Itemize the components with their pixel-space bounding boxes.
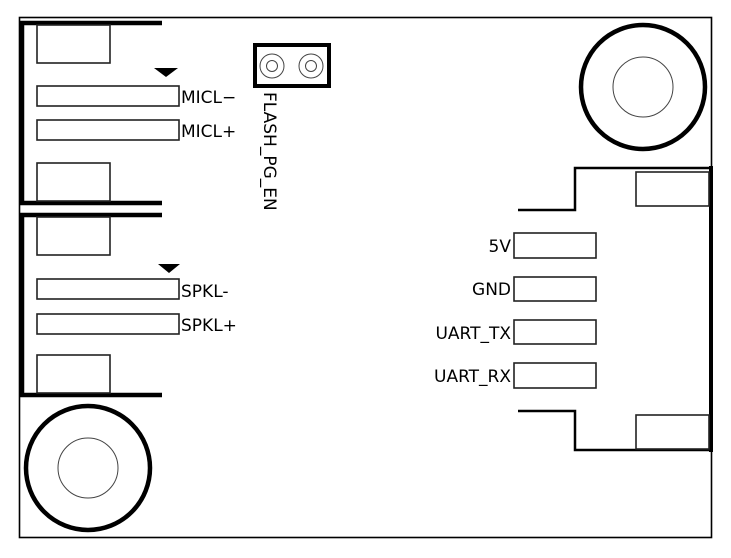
header-label: FLASH_PG_EN bbox=[259, 92, 279, 211]
header-pin-2-ring bbox=[298, 53, 324, 79]
speaker-pin-pad-1 bbox=[36, 278, 180, 300]
speaker-connector-mount-pad-top bbox=[36, 216, 111, 256]
mic-connector-mount-pad-bottom bbox=[36, 162, 111, 202]
pin-pad-gnd bbox=[513, 276, 597, 302]
mounting-hole-bottom-left-outer bbox=[23, 403, 153, 533]
pin-pad-uart-tx bbox=[513, 319, 597, 345]
mic-connector: MICL− MICL+ bbox=[19, 20, 236, 206]
header-pin-1-hole bbox=[266, 60, 278, 72]
power-uart-mount-pad-bottom bbox=[635, 414, 710, 450]
mounting-hole-top-right bbox=[578, 22, 708, 152]
speaker-pin-label-2: SPKL+ bbox=[181, 316, 237, 336]
mounting-hole-bottom-left bbox=[23, 403, 153, 533]
mic-connector-outline bbox=[19, 20, 162, 206]
mic-connector-mount-pad-top bbox=[36, 24, 111, 64]
mounting-hole-bottom-left-inner bbox=[57, 437, 119, 499]
pin-pad-5v bbox=[513, 232, 597, 259]
header-pin-1-ring bbox=[259, 53, 285, 79]
mic-pin-label-2: MICL+ bbox=[181, 122, 236, 142]
speaker-pin-pad-2 bbox=[36, 313, 180, 335]
pin-label-5v: 5V bbox=[489, 237, 512, 257]
mic-pin-pad-2 bbox=[36, 119, 180, 141]
pin-pad-uart-rx bbox=[513, 362, 597, 389]
mounting-hole-top-right-inner bbox=[612, 56, 674, 118]
mic-pin-pad-1 bbox=[36, 85, 180, 107]
header-pin-2-hole bbox=[305, 60, 317, 72]
pin-label-uart-tx: UART_TX bbox=[435, 324, 511, 344]
mounting-hole-top-right-outer bbox=[578, 22, 708, 152]
flash-pg-en-header: FLASH_PG_EN bbox=[253, 43, 331, 211]
speaker-pin1-marker-icon bbox=[158, 264, 180, 273]
mic-pin1-marker-icon bbox=[154, 68, 178, 77]
speaker-pin-label-1: SPKL- bbox=[181, 282, 229, 302]
mic-pin-label-1: MICL− bbox=[181, 88, 236, 108]
pin-label-gnd: GND bbox=[472, 280, 511, 300]
power-uart-mount-pad-top bbox=[635, 171, 710, 207]
speaker-connector-mount-pad-bottom bbox=[36, 354, 111, 394]
speaker-connector-outline bbox=[19, 212, 162, 398]
power-uart-connector: 5V GND UART_TX UART_RX bbox=[434, 166, 713, 452]
speaker-connector: SPKL- SPKL+ bbox=[19, 212, 237, 398]
pin-label-uart-rx: UART_RX bbox=[434, 367, 511, 387]
